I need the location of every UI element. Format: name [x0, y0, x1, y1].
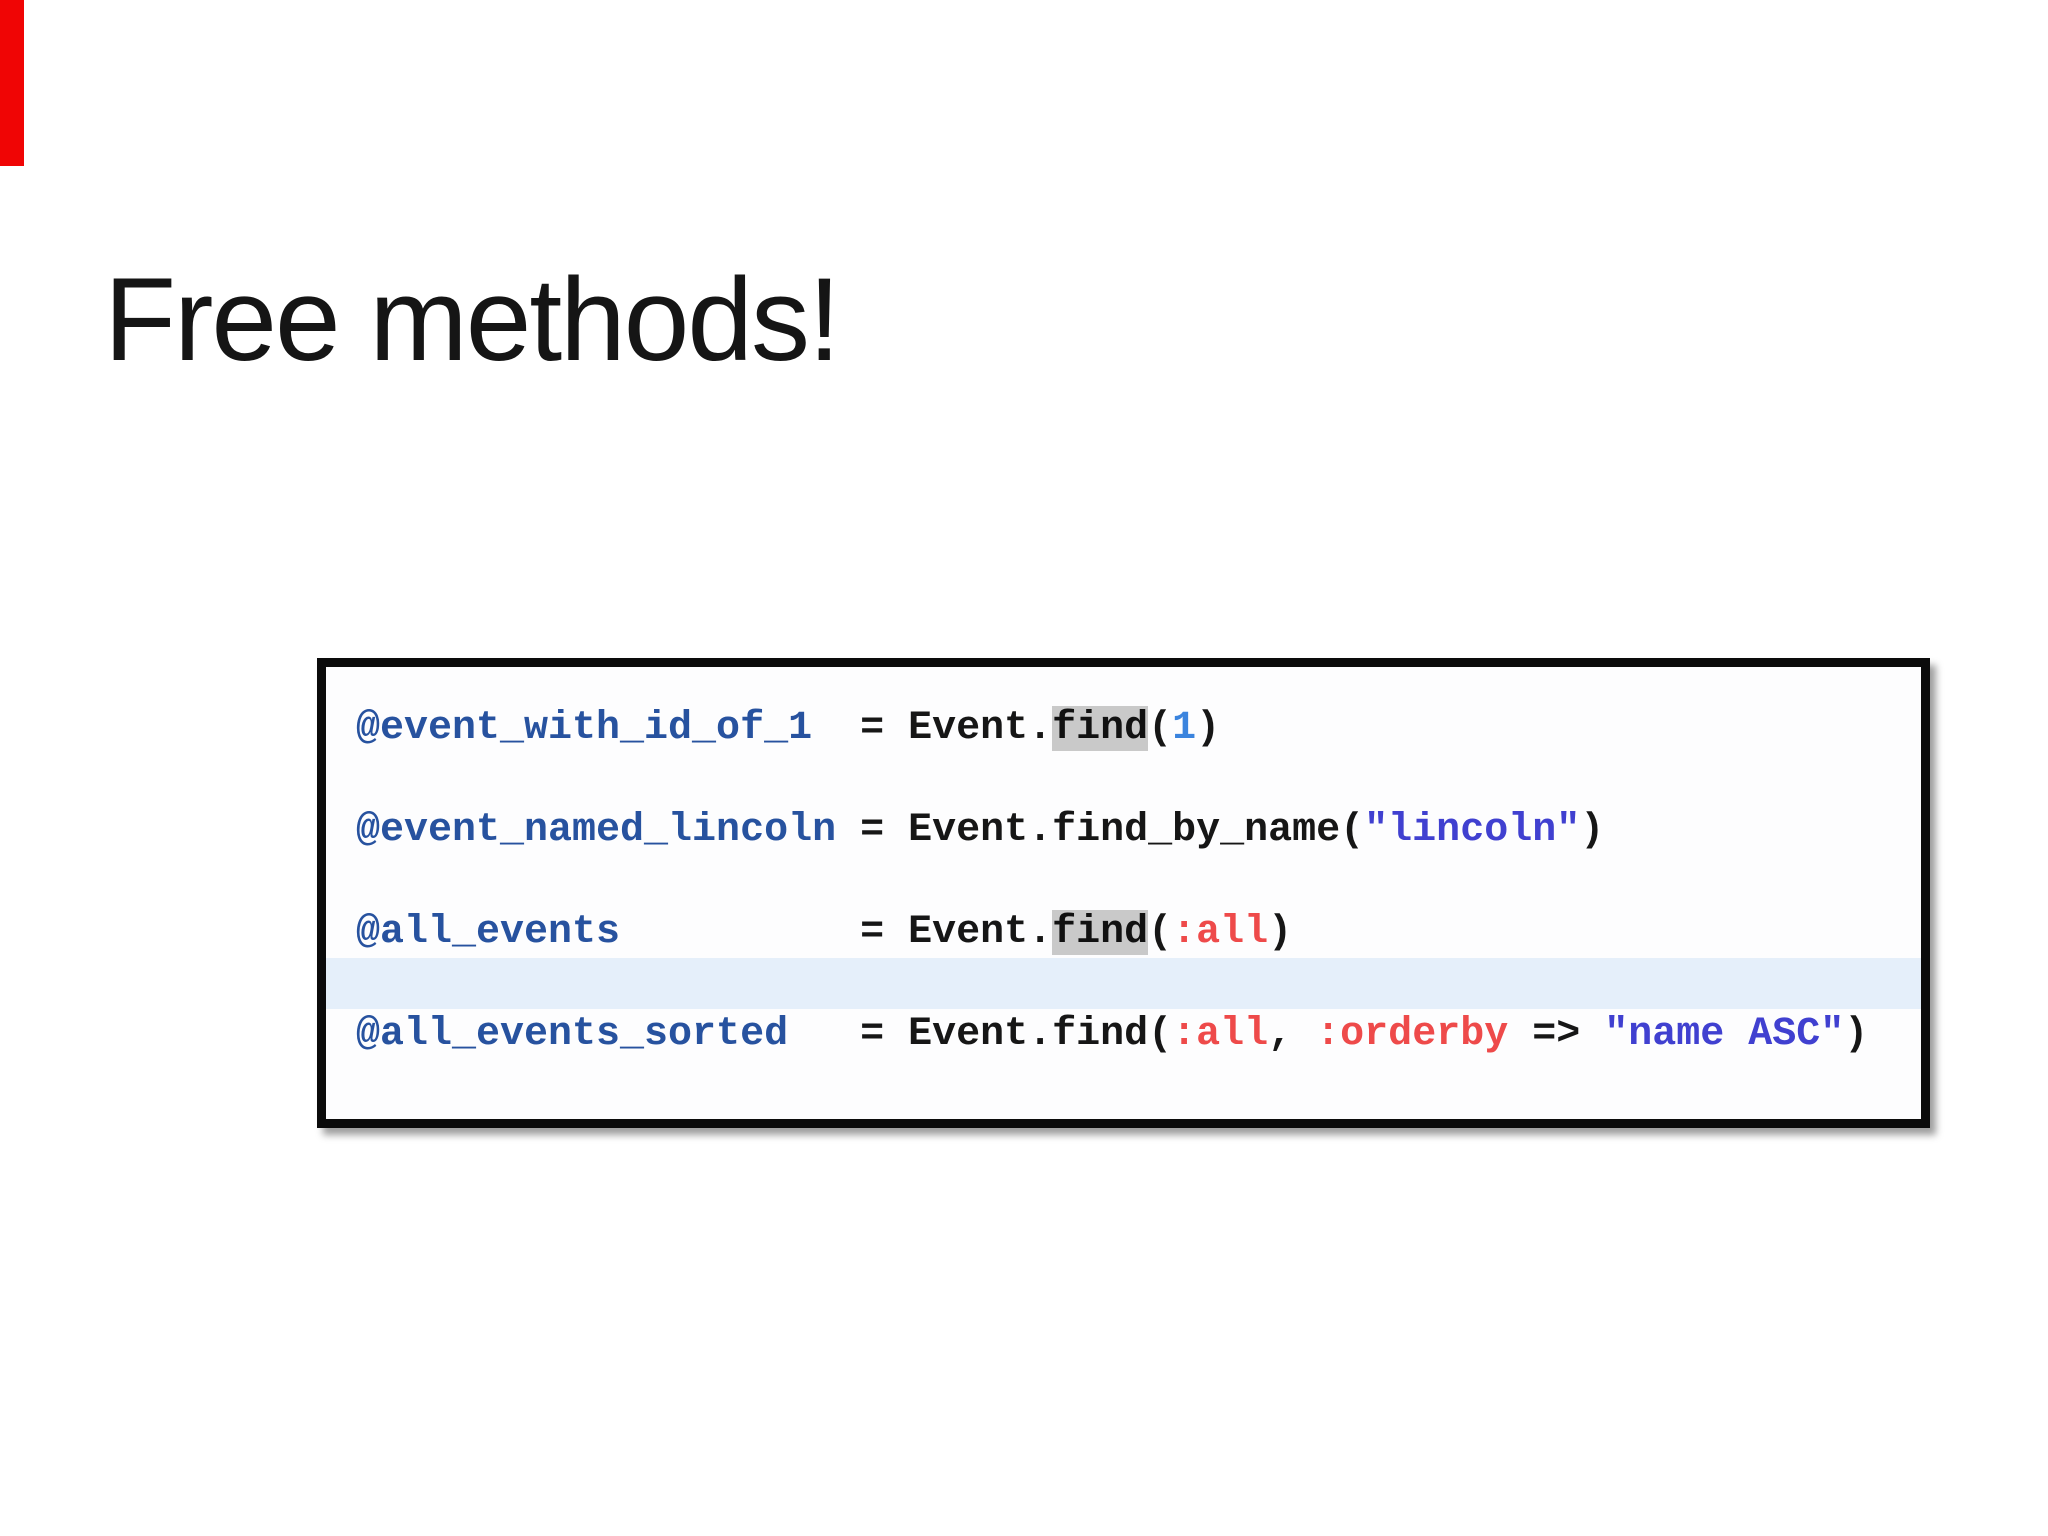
- code-line-1: @event_with_id_of_1 = Event.find(1): [326, 703, 1921, 754]
- code-token-symbol: :all: [1172, 1012, 1269, 1057]
- code-line-3: @all_events = Event.find(:all): [326, 907, 1921, 958]
- slide-title: Free methods!: [104, 254, 841, 386]
- code-token-plain: = Event.find_by_name(: [836, 808, 1365, 853]
- code-token-plain: ): [1580, 808, 1605, 853]
- code-token-plain: (: [1148, 910, 1173, 955]
- code-token-plain: ): [1844, 1012, 1869, 1057]
- code-line-blank: [326, 754, 1921, 805]
- code-token-plain: = Event.: [812, 706, 1053, 751]
- code-token-find-highlighted: find: [1052, 910, 1149, 955]
- code-token-number: 1: [1172, 706, 1197, 751]
- code-token-plain: = Event.: [620, 910, 1053, 955]
- code-token-variable: @all_events_sorted: [356, 1012, 789, 1057]
- code-token-find-highlighted: find: [1052, 706, 1149, 751]
- code-token-plain: ,: [1268, 1012, 1317, 1057]
- code-token-variable: @event_with_id_of_1: [356, 706, 813, 751]
- code-token-plain: ): [1268, 910, 1293, 955]
- code-screenshot-box: @event_with_id_of_1 = Event.find(1) @eve…: [317, 658, 1930, 1128]
- code-token-symbol: :all: [1172, 910, 1269, 955]
- code-token-string: "name ASC": [1604, 1012, 1845, 1057]
- code-line-4: @all_events_sorted = Event.find(:all, :o…: [326, 1009, 1921, 1060]
- code-token-symbol: :orderby: [1316, 1012, 1509, 1057]
- code-token-plain: (: [1148, 706, 1173, 751]
- code-token-string: "lincoln": [1364, 808, 1581, 853]
- code-line-2: @event_named_lincoln = Event.find_by_nam…: [326, 805, 1921, 856]
- red-accent-bar: [0, 0, 24, 166]
- code-line-selected-blank-row: [326, 958, 1921, 1009]
- code-token-plain: =>: [1508, 1012, 1605, 1057]
- code-token-variable: @all_events: [356, 910, 621, 955]
- code-line-blank: [326, 856, 1921, 907]
- code-token-plain: = Event.find(: [788, 1012, 1173, 1057]
- code-token-variable: @event_named_lincoln: [356, 808, 837, 853]
- code-token-plain: ): [1196, 706, 1221, 751]
